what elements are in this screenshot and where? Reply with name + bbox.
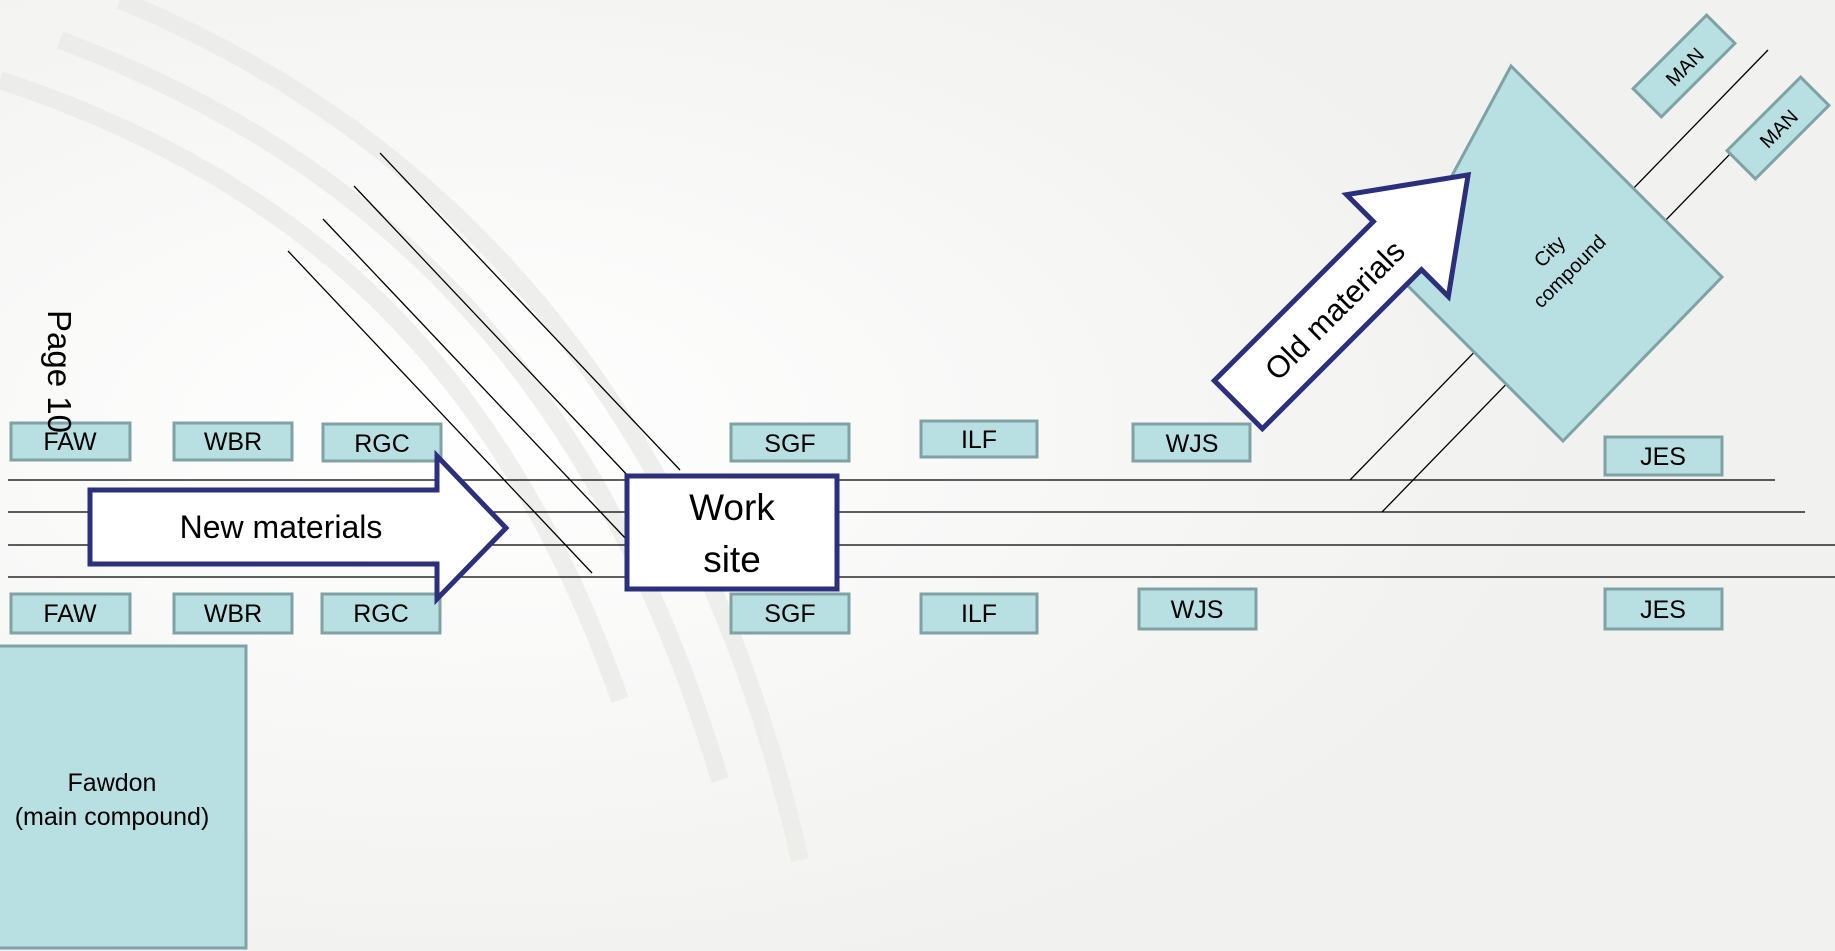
fawdon-compound-label-2: (main compound) — [15, 803, 210, 831]
station-bottom-wjs: WJS — [1137, 587, 1258, 631]
page-label: Page 10 — [41, 310, 78, 433]
main-tracks — [8, 479, 1835, 578]
work-site: Work site — [624, 473, 840, 592]
station-bottom-ilf-label: ILF — [961, 600, 997, 628]
station-bottom-jes: JES — [1603, 587, 1724, 631]
station-bottom-faw: FAW — [9, 592, 132, 635]
diagonal-track-4 — [287, 250, 593, 574]
work-site-box — [624, 473, 840, 592]
station-bottom-rgc: RGC — [320, 592, 442, 635]
new-materials-arrow-shape — [87, 449, 510, 606]
station-top-wbr: WBR — [172, 421, 294, 462]
new-materials-arrow: New materials — [87, 449, 510, 606]
station-bottom-rgc-label: RGC — [353, 600, 409, 628]
work-site-label-2: site — [703, 539, 761, 580]
station-bottom-sgf: SGF — [729, 592, 851, 635]
stations-top-row: FAW WBR RGC SGF ILF WJS JES — [9, 419, 1724, 477]
station-bottom-sgf-label: SGF — [764, 600, 815, 628]
station-top-faw-label: FAW — [43, 428, 97, 456]
work-site-label-1: Work — [689, 487, 775, 528]
station-top-sgf: SGF — [729, 422, 851, 463]
fawdon-compound-box — [0, 644, 248, 950]
station-top-jes: JES — [1603, 435, 1724, 477]
station-top-ilf-label: ILF — [961, 426, 997, 454]
background-swirl — [0, 0, 809, 862]
station-top-rgc: RGC — [321, 422, 443, 463]
station-top-sgf-label: SGF — [764, 430, 815, 458]
station-top-faw: FAW — [9, 421, 132, 462]
fawdon-main-compound: Fawdon (main compound) — [0, 644, 248, 950]
stations-bottom-row: FAW WBR RGC SGF ILF WJS JES — [9, 587, 1724, 635]
diagonal-track-3 — [322, 218, 628, 541]
station-bottom-wbr-label: WBR — [204, 600, 262, 628]
station-top-wjs-label: WJS — [1166, 430, 1219, 458]
station-top-ilf: ILF — [919, 419, 1039, 459]
station-top-jes-label: JES — [1640, 443, 1686, 471]
station-top-rgc-label: RGC — [354, 430, 410, 458]
old-materials-arrow-body — [1210, 171, 1472, 433]
fawdon-compound-label-1: Fawdon — [68, 769, 157, 797]
new-materials-label: New materials — [180, 509, 383, 545]
station-bottom-wbr: WBR — [172, 592, 294, 635]
station-bottom-faw-label: FAW — [43, 600, 97, 628]
station-bottom-jes-label: JES — [1640, 596, 1686, 624]
station-top-wjs: WJS — [1131, 422, 1252, 463]
station-bottom-ilf: ILF — [919, 592, 1039, 635]
diagonal-track-1 — [379, 152, 681, 471]
page-label-group: Page 10 — [41, 310, 78, 433]
station-top-wbr-label: WBR — [204, 428, 262, 456]
station-bottom-wjs-label: WJS — [1171, 596, 1224, 624]
diagonal-track-2 — [353, 185, 631, 479]
diagonal-tracks-left — [287, 152, 681, 574]
